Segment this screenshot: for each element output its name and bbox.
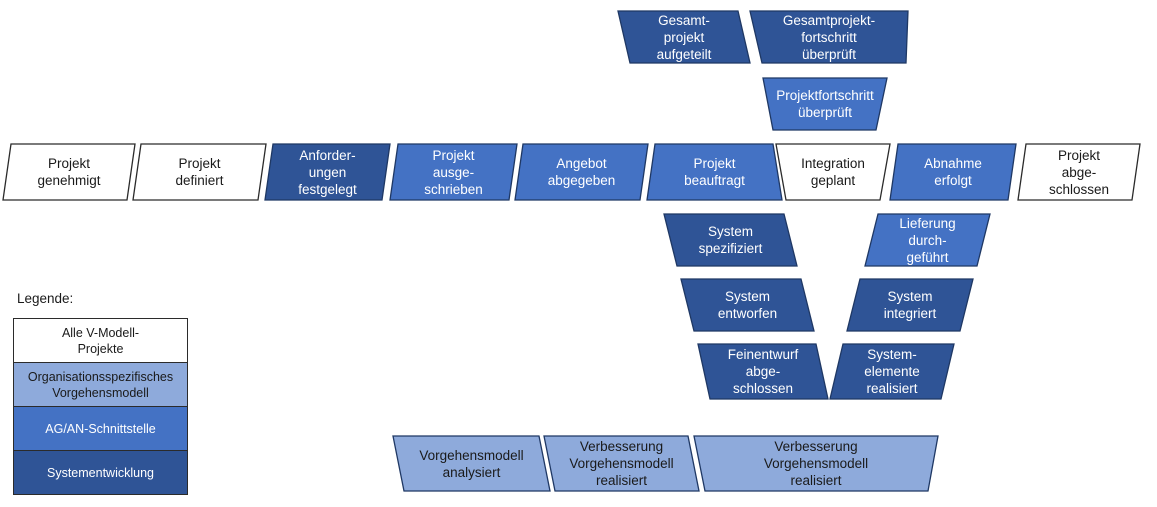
shape-abnahme-erfolgt	[889, 143, 1017, 201]
legend-item-ag-an-schnittstelle: AG/AN-Schnittstelle	[14, 406, 187, 450]
shape-anforderungen-festgelegt	[264, 143, 391, 201]
legend-item-organisationsspezifisches-vorgehensmodell: Organisationsspezifisches Vorgehensmodel…	[14, 362, 187, 406]
legend-title: Legende:	[17, 291, 74, 306]
shape-projekt-beauftragt	[646, 143, 783, 201]
shape-integration-geplant	[775, 143, 891, 201]
shape-projekt-genehmigt	[2, 143, 136, 201]
legend-item-systementwicklung: Systementwicklung	[14, 450, 187, 494]
legend-item-alle-v-modell-projekte: Alle V-Modell- Projekte	[14, 319, 187, 362]
shape-system-integriert	[846, 278, 974, 332]
shape-system-entworfen	[680, 278, 815, 332]
shape-angebot-abgegeben	[514, 143, 649, 201]
shape-projekt-abgeschlossen	[1017, 143, 1141, 201]
shape-gesamtprojekt-aufgeteilt	[617, 10, 751, 64]
shape-projekt-definiert	[132, 143, 267, 201]
shape-verbesserung-vorgehensmodell-2	[693, 435, 939, 492]
shape-feinentwurf-abgeschlossen	[697, 343, 829, 400]
shape-verbesserung-vorgehensmodell-1	[543, 435, 700, 492]
legend: Alle V-Modell- Projekte Organisationsspe…	[13, 318, 188, 495]
shape-projektfortschritt-ueberprueft	[762, 77, 888, 131]
shape-system-spezifiziert	[663, 213, 798, 267]
shape-vorgehensmodell-analysiert	[392, 435, 551, 492]
shape-systemelemente-realisiert	[829, 343, 955, 400]
shape-lieferung-durchgefuehrt	[864, 213, 991, 267]
shape-projekt-ausgeschrieben	[389, 143, 518, 201]
shape-gesamtprojektfortschritt-ueberprueft	[749, 10, 909, 64]
